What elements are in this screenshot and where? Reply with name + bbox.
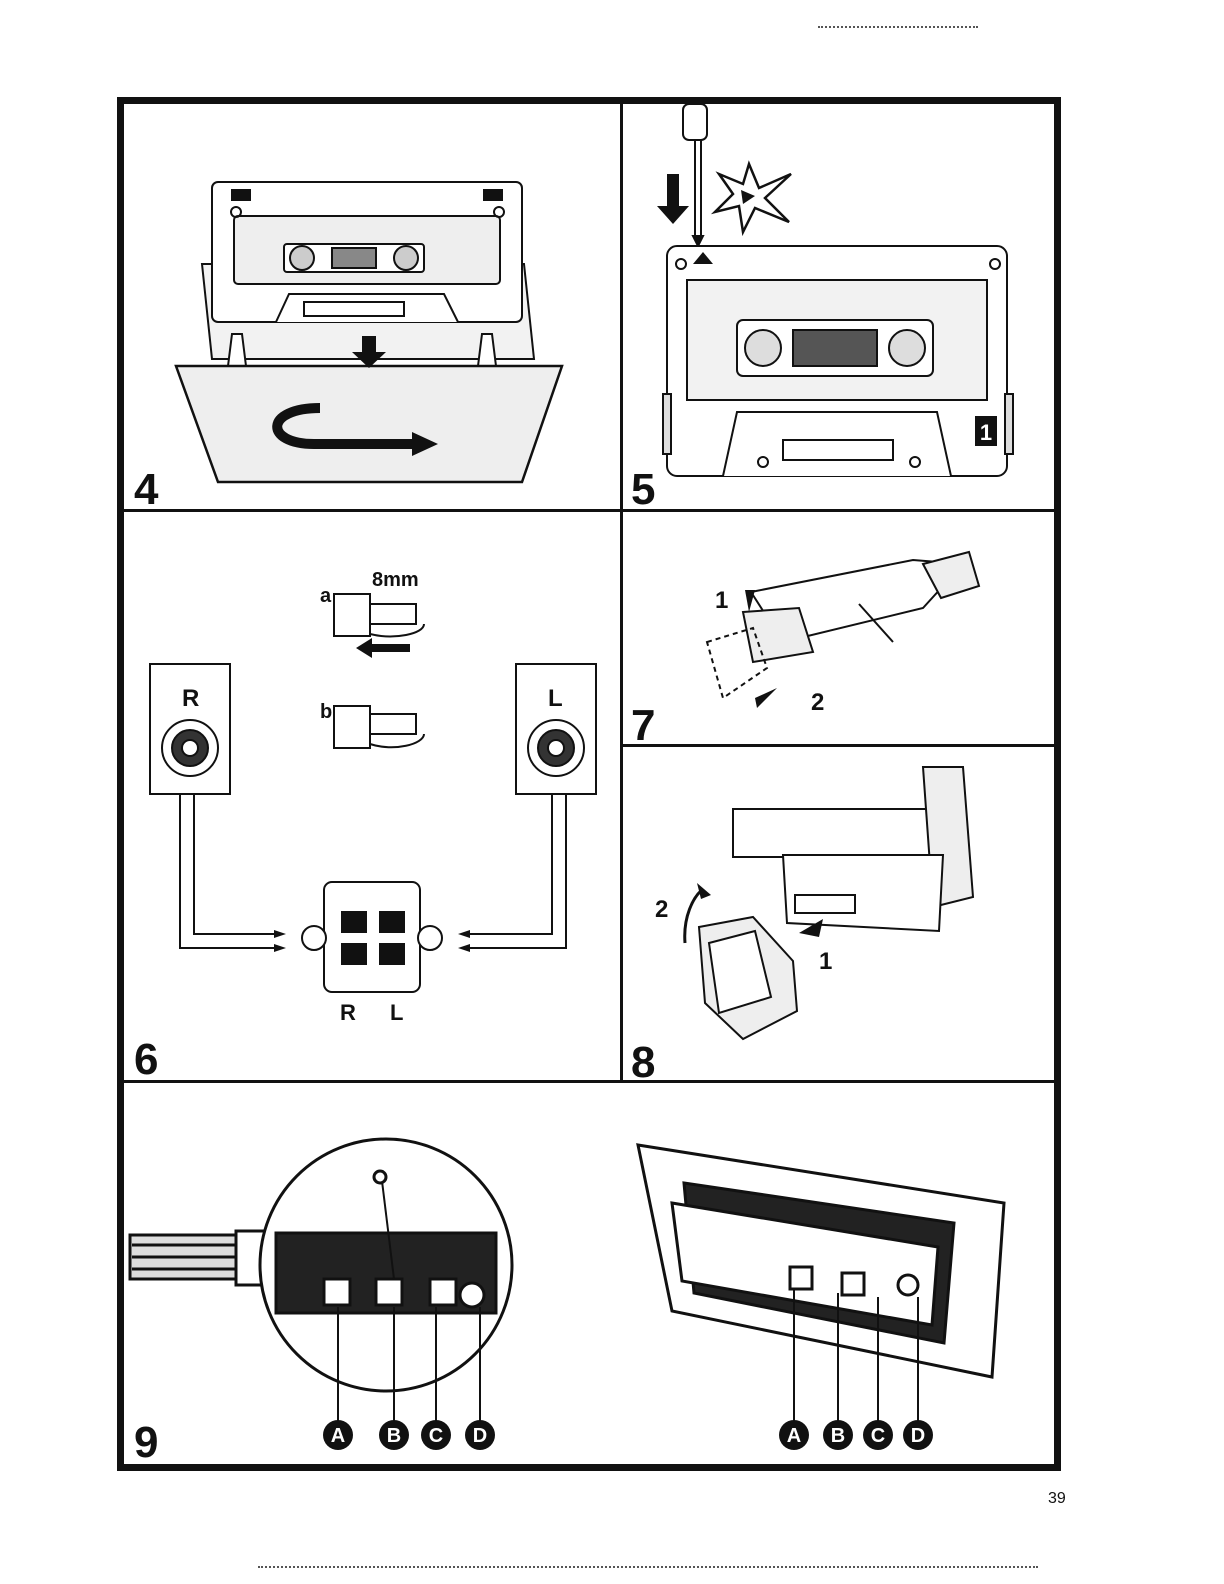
page-number: 39 (1048, 1490, 1066, 1508)
arrow-down-icon (657, 174, 689, 224)
speaker-connection-illustration: 8mm a b R L R L (124, 512, 620, 1080)
figure-7-panel: 1 2 7 (623, 512, 1054, 744)
marker-a: A (331, 1425, 345, 1447)
screwdriver-icon (683, 104, 707, 246)
figure-6-number: 6 (134, 1038, 158, 1080)
figure-9-number: 9 (134, 1421, 158, 1464)
step-1-callout: 1 (819, 948, 832, 975)
figure-4-number: 4 (134, 468, 158, 509)
figure-4-panel: 4 (124, 104, 620, 509)
step-b-callout: b (320, 701, 332, 723)
scan-artifact-top (818, 26, 978, 28)
figure-grid-frame: 4 (117, 97, 1061, 1471)
break-tab-icon (715, 164, 791, 232)
marker-c: C (871, 1425, 885, 1447)
step-2-callout: 2 (811, 689, 824, 716)
markers-left: A B C D (323, 1420, 495, 1450)
terminal-right-label: R (340, 1000, 356, 1025)
marker-b: B (387, 1425, 401, 1447)
scan-artifact-bottom (258, 1566, 1038, 1568)
marker-d: D (911, 1425, 925, 1447)
cassette-tab-number: 1 (980, 420, 992, 445)
figure-8-number: 8 (631, 1041, 655, 1080)
step-1-callout: 1 (715, 587, 728, 614)
step-a-callout: a (320, 585, 332, 607)
step-2-callout: 2 (655, 896, 668, 923)
figure-5-number: 5 (631, 468, 655, 509)
gap-callout: 8mm (372, 569, 419, 591)
marker-a: A (787, 1425, 801, 1447)
speaker-right-label: R (182, 685, 199, 712)
figure-9-panel: A B C D A B C D 9 (124, 1083, 1054, 1464)
markers-right: A B C D (779, 1420, 933, 1450)
speaker-left-label: L (548, 685, 563, 712)
cassette-insert-illustration (124, 104, 620, 509)
figure-5-panel: 1 5 (623, 104, 1054, 509)
battery-compartment-illustration: A B C D A B C D (124, 1083, 1054, 1464)
terminal-left-label: L (390, 1000, 403, 1025)
cassette-tab-break-illustration: 1 (623, 104, 1054, 509)
stylus-removal-illustration: 1 2 (623, 512, 1054, 744)
marker-c: C (429, 1425, 443, 1447)
figure-8-panel: 1 2 8 (623, 747, 1054, 1080)
marker-b: B (831, 1425, 845, 1447)
figure-6-panel: 8mm a b R L R L 6 (124, 512, 620, 1080)
figure-7-number: 7 (631, 704, 655, 744)
magnifier-icon (130, 1139, 512, 1391)
marker-d: D (473, 1425, 487, 1447)
stylus-fitting-illustration: 1 2 (623, 747, 1054, 1080)
